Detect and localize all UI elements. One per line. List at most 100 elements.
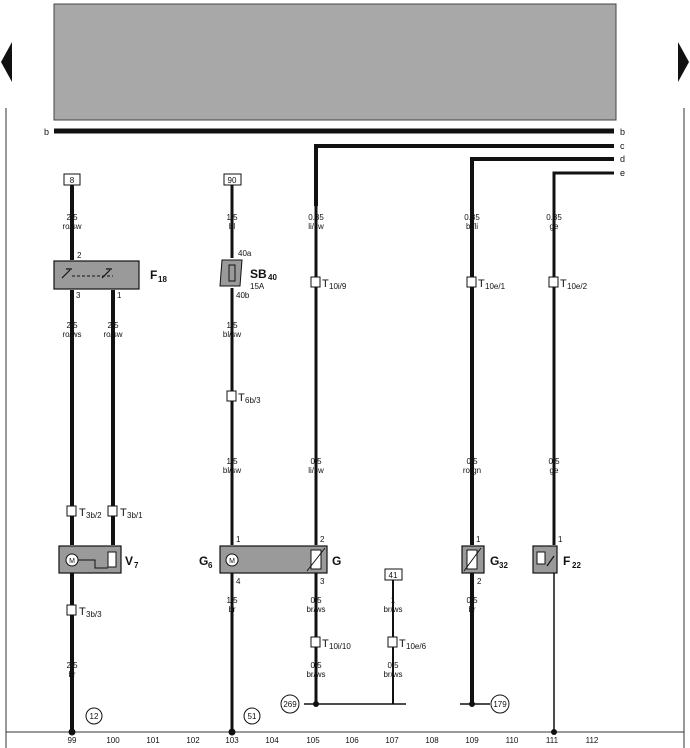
pin-number: 3: [320, 577, 325, 586]
wire-size: 0.5: [466, 596, 478, 605]
wire-size: 2.5: [66, 661, 78, 670]
terminal-41: 41: [384, 568, 403, 581]
component-g6-g: M: [219, 545, 328, 574]
next-page-arrow-icon[interactable]: [676, 40, 690, 84]
connector-label-sub: 3b/1: [127, 511, 143, 520]
wire-size: 1.5: [226, 596, 238, 605]
wire-color: li/sw: [308, 466, 324, 475]
wire-color: bl/sw: [223, 330, 241, 339]
sb40-label-sub: 40: [268, 273, 277, 282]
component-g32: [461, 545, 485, 574]
g32-label: G: [490, 554, 499, 568]
fuse-sb40-icon: [219, 259, 243, 287]
g32-label-sub: 32: [499, 561, 508, 570]
wire-size: 1.5: [226, 457, 238, 466]
track-number: 99: [68, 736, 77, 745]
component-f22: [532, 545, 558, 574]
header-block: [53, 3, 617, 121]
wire-size: 0.35: [464, 213, 480, 222]
connector-label-sub: 10i/9: [329, 282, 347, 291]
reference-51: 51: [248, 712, 257, 721]
connector-label: T: [322, 278, 329, 290]
connector-label-sub: 10e/1: [485, 282, 506, 291]
wire-size: 0.35: [308, 213, 324, 222]
bus-label-d: d: [620, 154, 625, 164]
reference-179: 179: [493, 700, 507, 709]
wire-color: ro/sw: [103, 330, 122, 339]
wire-size: 0.5: [548, 457, 560, 466]
pin-number: 1: [117, 291, 122, 300]
pin-number: 2: [77, 251, 82, 260]
terminal-90: 90: [223, 173, 242, 186]
f22-label: F: [563, 554, 570, 568]
track-number: 111: [546, 736, 559, 745]
connector-label: T: [478, 278, 485, 290]
component-v7: M: [58, 545, 122, 574]
diagram-frame: [5, 108, 685, 748]
component-f18: [53, 260, 140, 290]
pin-number: 4: [236, 577, 241, 586]
wire-size: 0.5: [387, 661, 399, 670]
svg-text:M: M: [69, 558, 75, 565]
pin-number: 2: [477, 577, 482, 586]
pin-number: 3: [76, 291, 81, 300]
wire-color: bl/li: [466, 222, 478, 231]
previous-page-arrow-icon[interactable]: [0, 40, 14, 84]
wire-color: ro/ws: [62, 330, 81, 339]
wire-size: 2.5: [66, 213, 78, 222]
v7-label-sub: 7: [134, 561, 139, 570]
wire-color: ro/sw: [62, 222, 81, 231]
track-number: 112: [586, 736, 599, 745]
wire-color: ge: [550, 222, 559, 231]
track-number: 109: [465, 736, 479, 745]
connector-label: T: [79, 606, 86, 618]
bus-label-b-left: b: [44, 127, 49, 137]
svg-text:41: 41: [389, 571, 398, 580]
track-numbers: 99 100 101 102 103 104 105 106 107 108 1…: [68, 736, 599, 745]
reference-12: 12: [90, 712, 99, 721]
wire-size: 0.35: [546, 213, 562, 222]
svg-text:90: 90: [228, 176, 237, 185]
wire-size: 2.5: [66, 321, 78, 330]
svg-text:8: 8: [70, 176, 75, 185]
bus-label-e: e: [620, 168, 625, 178]
wire-size: 2.5: [107, 321, 119, 330]
track-number: 103: [225, 736, 239, 745]
connector-label: T: [322, 638, 329, 650]
bus-lines: [54, 128, 614, 206]
track-number: 106: [345, 736, 359, 745]
connector-label: T: [238, 392, 245, 404]
connector-labels: T 10i/9 T 10e/1 T 10e/2 T 6b/3 T 3b/2 T …: [79, 278, 588, 651]
track-number: 100: [106, 736, 120, 745]
wire-color: li/sw: [308, 222, 324, 231]
track-number: 107: [385, 736, 399, 745]
track-number: 105: [306, 736, 320, 745]
sb40-label: SB: [250, 267, 267, 281]
connector-label-sub: 10e/2: [567, 282, 588, 291]
wire-color: bl/sw: [223, 466, 241, 475]
track-number: 110: [506, 736, 519, 745]
wire-size: 0.5: [310, 596, 322, 605]
wire-color: br: [68, 670, 75, 679]
reference-markers: [85, 694, 510, 725]
wire-size: 1: [391, 596, 396, 605]
wire-color: br/ws: [383, 670, 402, 679]
sb40-pin-out: 40b: [236, 291, 250, 300]
track-number: 104: [265, 736, 279, 745]
f22-label-sub: 22: [572, 561, 581, 570]
wire-color: br: [468, 605, 475, 614]
track-number: 101: [146, 736, 160, 745]
connector-label: T: [399, 638, 406, 650]
pin-number: 2: [320, 535, 325, 544]
connector-pins: [66, 276, 559, 648]
pin-number: 1: [236, 535, 241, 544]
v7-label: V: [125, 554, 133, 568]
wire-labels: 2.5 ro/sw 2.5 ro/ws 2.5 ro/sw 2.5 br 1.5…: [62, 213, 562, 679]
g6-label: G: [199, 554, 208, 568]
connector-label: T: [79, 507, 86, 519]
connector-label-sub: 10i/10: [329, 642, 351, 651]
ground-junctions: [68, 701, 557, 736]
connector-label: T: [560, 278, 567, 290]
